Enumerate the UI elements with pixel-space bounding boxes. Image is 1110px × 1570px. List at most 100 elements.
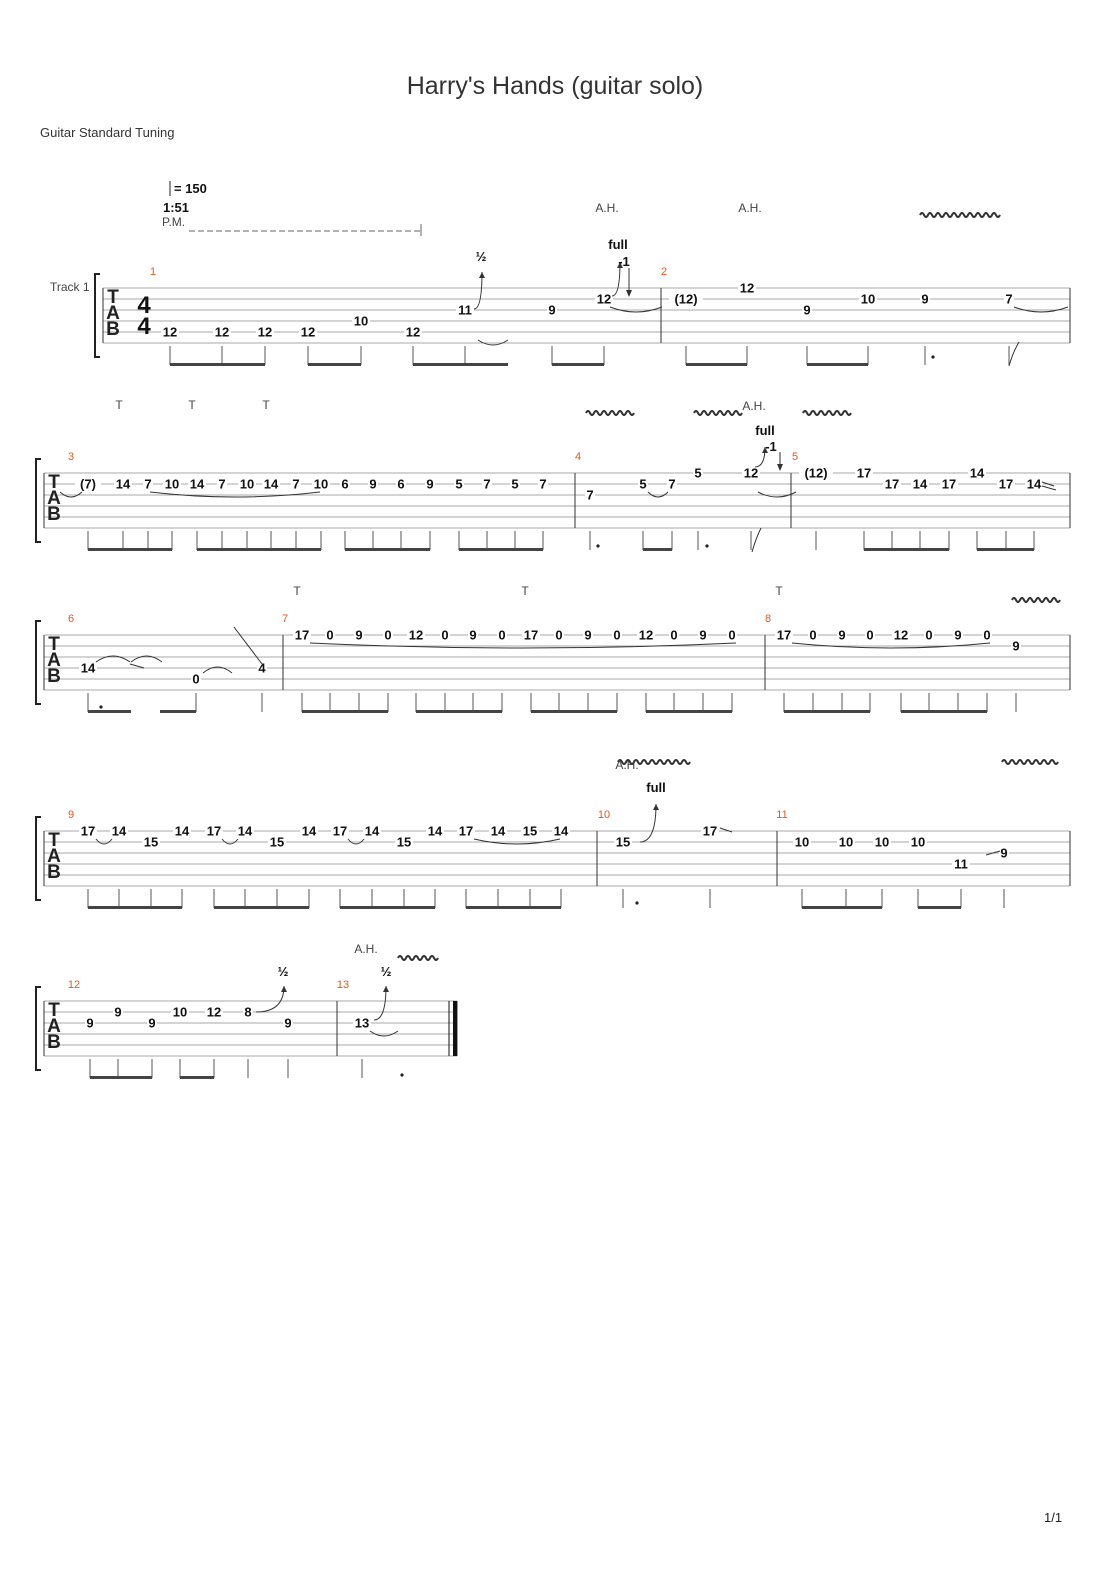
fret-number: 17 (207, 824, 221, 839)
measure-number: 13 (337, 979, 349, 991)
artificial-harmonic-label: A.H. (738, 201, 761, 215)
tuning-label: Guitar Standard Tuning (40, 125, 175, 140)
fret-number: 0 (983, 628, 990, 643)
fret-number: 9 (86, 1016, 93, 1031)
fret-number: 0 (866, 628, 873, 643)
fret-number: 9 (921, 292, 928, 307)
fret-number: 7 (144, 477, 151, 492)
tie-arc (149, 491, 321, 498)
fret-bg (837, 836, 855, 849)
bend-label: full (646, 780, 666, 795)
tie-arc (757, 491, 797, 498)
fret-number: 15 (397, 835, 411, 850)
bend-curve (255, 985, 285, 1013)
tap-label: T (188, 398, 196, 412)
beam (646, 710, 732, 713)
slide-mark (233, 626, 263, 665)
beam (88, 548, 172, 551)
tie-arc (791, 642, 991, 649)
tie-arc (59, 491, 83, 498)
fret-bg (554, 629, 564, 642)
fret-bg (693, 467, 703, 480)
fret-number: 9 (426, 477, 433, 492)
fret-number: (7) (80, 477, 96, 492)
fret-number: 12 (258, 325, 272, 340)
measure-number: 5 (792, 451, 798, 463)
vibrato-mark (693, 410, 743, 416)
fret-number: 14 (264, 477, 279, 492)
fret-number: 0 (670, 628, 677, 643)
fret-bg (191, 673, 201, 686)
fret-number: 17 (459, 824, 473, 839)
fret-bg (585, 489, 595, 502)
fret-bg (1004, 293, 1014, 306)
fret-bg (173, 825, 191, 838)
measure-number: 6 (68, 613, 74, 625)
tab-clef-letter: B (106, 319, 120, 340)
fret-number: 17 (999, 477, 1013, 492)
beam (643, 548, 672, 551)
beam (466, 906, 561, 909)
dot-mark (705, 544, 709, 548)
fret-bg (808, 629, 818, 642)
fret-bg (243, 1006, 253, 1019)
tie-arc (95, 838, 113, 845)
tempo-timestamp: 1:51 (163, 200, 189, 215)
system-bracket (35, 816, 41, 901)
fret-bg (426, 825, 444, 838)
beam (170, 363, 222, 366)
fret-bg (113, 1006, 123, 1019)
fret-number: 0 (809, 628, 816, 643)
bend-label: ½ (476, 249, 487, 264)
fret-number: 12 (207, 1005, 221, 1020)
slide-mark (719, 827, 733, 833)
dot-mark (99, 705, 103, 709)
fret-bg (638, 478, 648, 491)
tab-clef-letter: T (48, 634, 60, 655)
fret-bg (669, 293, 703, 306)
fret-bg (583, 629, 593, 642)
fret-number: 17 (777, 628, 791, 643)
fret-number: 9 (548, 303, 555, 318)
fret-bg (268, 836, 286, 849)
fret-bg (999, 847, 1009, 860)
tab-clef-letter: B (47, 666, 61, 687)
fret-bg (637, 629, 655, 642)
tap-label: T (775, 584, 783, 598)
fret-bg (457, 825, 475, 838)
fret-number: 10 (165, 477, 179, 492)
dot-mark (635, 901, 639, 905)
vibrato-mark (1011, 597, 1061, 603)
beam (180, 1076, 214, 1079)
fret-number: 9 (1000, 846, 1007, 861)
tab-clef-letter: T (107, 287, 119, 308)
fret-bg (236, 825, 254, 838)
fret-bg (340, 478, 350, 491)
tab-clef-letter: A (47, 650, 61, 671)
fret-bg (205, 825, 223, 838)
fret-bg (482, 478, 492, 491)
fret-number: 6 (341, 477, 348, 492)
bend-arrowhead (479, 272, 485, 278)
fret-bg (425, 478, 435, 491)
fret-bg (85, 1017, 95, 1030)
fret-bg (383, 629, 393, 642)
bend-arrowhead (762, 447, 768, 453)
fret-bg (952, 858, 970, 871)
fret-bg (667, 478, 677, 491)
fret-bg (293, 629, 311, 642)
fret-number: 9 (355, 628, 362, 643)
fret-number: 7 (586, 488, 593, 503)
dot-mark (931, 355, 935, 359)
measure-number: 10 (598, 809, 610, 821)
artificial-harmonic-label: A.H. (742, 399, 765, 413)
beam (784, 710, 870, 713)
beam (88, 710, 131, 713)
fret-bg (161, 326, 179, 339)
page-number: 1/1 (1044, 1510, 1063, 1525)
fret-bg (1011, 640, 1021, 653)
fret-number: 12 (639, 628, 653, 643)
fret-number: 4 (258, 661, 266, 676)
fret-bg (612, 629, 622, 642)
fret-bg (353, 1017, 371, 1030)
